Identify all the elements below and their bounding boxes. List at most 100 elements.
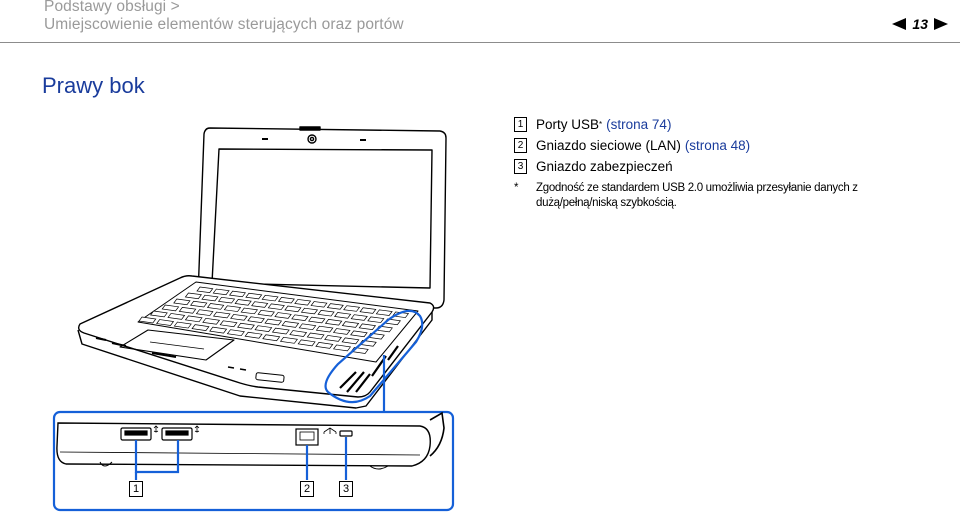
footnote-mark: * bbox=[514, 182, 519, 194]
keyboard-key bbox=[149, 310, 168, 318]
keyboard-key bbox=[289, 330, 308, 337]
keyboard-key bbox=[306, 332, 325, 340]
keyboard-key bbox=[223, 305, 242, 312]
callout-lines bbox=[134, 437, 348, 480]
keyboard-key bbox=[262, 334, 281, 342]
callout-label-1: 1 bbox=[129, 481, 143, 497]
list-item-security: 3 Gniazdo zabezpieczeń bbox=[514, 156, 750, 177]
keyboard-key bbox=[359, 307, 377, 314]
keyboard-key bbox=[251, 301, 269, 308]
footnote: * Zgodność ze standardem USB 2.0 umożliw… bbox=[514, 181, 936, 211]
callout-label-3: 3 bbox=[339, 481, 353, 497]
list-item-usb: 1 Porty USB* (strona 74) bbox=[514, 114, 750, 135]
keyboard-key bbox=[375, 309, 393, 316]
item-number-box: 1 bbox=[514, 117, 527, 132]
keyboard-key bbox=[240, 307, 259, 315]
header-divider bbox=[0, 42, 960, 43]
keyboard-key bbox=[261, 294, 279, 302]
breadcrumb-parent[interactable]: Podstawy obsługi > bbox=[44, 0, 180, 15]
keyboard-key bbox=[191, 324, 210, 331]
keyboard-key bbox=[324, 318, 343, 326]
keyboard-key bbox=[173, 321, 192, 329]
usb-symbol-icon bbox=[153, 425, 159, 433]
keyboard-key bbox=[217, 296, 236, 304]
keyboard-key bbox=[237, 322, 255, 330]
keyboard-key bbox=[297, 339, 316, 347]
keyboard-key bbox=[294, 299, 312, 306]
footnote-marker: * bbox=[599, 120, 603, 129]
zoom-frame bbox=[52, 410, 455, 512]
item-list: 1 Porty USB* (strona 74) 2 Gniazdo sieci… bbox=[514, 114, 750, 177]
keyboard-key bbox=[196, 286, 214, 293]
keyboard-key bbox=[190, 300, 208, 308]
page-link-lan[interactable]: (strona 48) bbox=[684, 138, 751, 153]
previous-page-arrow-icon[interactable] bbox=[892, 18, 907, 30]
item-text: Gniazdo sieciowe (LAN) bbox=[536, 138, 681, 153]
keyboard-key bbox=[173, 298, 191, 306]
keyboard-key bbox=[341, 321, 360, 328]
keyboard-key bbox=[212, 288, 230, 296]
keyboard bbox=[138, 286, 410, 354]
item-number-box: 3 bbox=[514, 159, 527, 174]
keyboard-key bbox=[178, 306, 197, 314]
keyboard-key bbox=[310, 301, 328, 308]
next-page-arrow-icon[interactable] bbox=[934, 18, 948, 30]
keyboard-key bbox=[184, 315, 203, 323]
keyboard-key bbox=[161, 304, 180, 312]
item-text: Porty USB bbox=[536, 117, 600, 132]
keyboard-key bbox=[138, 316, 157, 324]
keyboard-key bbox=[279, 336, 298, 344]
side-ports bbox=[120, 427, 353, 446]
keyboard-key bbox=[350, 314, 368, 321]
item-number-box: 2 bbox=[514, 138, 527, 153]
port-symbols bbox=[153, 425, 337, 434]
keyboard-key bbox=[201, 294, 219, 302]
keyboard-key bbox=[244, 331, 263, 339]
page-link-usb[interactable]: (strona 74) bbox=[606, 117, 672, 132]
keyboard-key bbox=[206, 303, 225, 310]
keyboard-key bbox=[219, 320, 238, 328]
page-number: 13 bbox=[912, 16, 928, 32]
callout-label-2: 2 bbox=[300, 481, 314, 497]
security-slot bbox=[339, 430, 353, 437]
keyboard-key bbox=[202, 317, 221, 325]
keyboard-key bbox=[212, 311, 231, 319]
breadcrumb-current: Umiejscowienie elementów sterujących ora… bbox=[44, 16, 404, 33]
keyboard-key bbox=[291, 314, 309, 321]
network-symbol-icon bbox=[323, 427, 337, 434]
keyboard-key bbox=[245, 292, 263, 300]
laptop-side-view bbox=[56, 411, 445, 470]
keyboard-key bbox=[341, 337, 360, 345]
keyboard-key bbox=[281, 321, 300, 328]
keyboard-key bbox=[264, 318, 283, 326]
keyboard-key bbox=[247, 316, 265, 323]
keyboard-key bbox=[326, 303, 344, 310]
keyboard-key bbox=[343, 305, 361, 312]
keyboard-key bbox=[156, 319, 175, 326]
list-item-lan: 2 Gniazdo sieciowe (LAN) (strona 48) bbox=[514, 135, 750, 156]
keyboard-key bbox=[267, 303, 285, 310]
keyboard-key bbox=[332, 328, 351, 335]
keyboard-key bbox=[184, 292, 202, 300]
keyboard-key bbox=[167, 313, 186, 320]
keyboard-key bbox=[300, 307, 319, 315]
usb-symbol-icon bbox=[194, 425, 200, 433]
keyboard-key bbox=[274, 312, 292, 319]
keyboard-key bbox=[350, 330, 368, 338]
section-title: Prawy bok bbox=[42, 73, 145, 98]
keyboard-key bbox=[367, 316, 385, 323]
keyboard-key bbox=[277, 297, 295, 304]
keyboard-key bbox=[317, 309, 335, 317]
keyboard-key bbox=[308, 316, 326, 324]
footnote-text: Zgodność ze standardem USB 2.0 umożliwia… bbox=[536, 182, 858, 209]
keyboard-key bbox=[195, 309, 214, 316]
keyboard-key bbox=[358, 323, 377, 331]
keyboard-key bbox=[334, 312, 352, 319]
item-text: Gniazdo zabezpieczeń bbox=[536, 159, 673, 174]
keyboard-key bbox=[230, 314, 248, 321]
keyboard-key bbox=[271, 327, 290, 335]
keyboard-key bbox=[324, 335, 342, 342]
keyboard-key bbox=[298, 323, 317, 331]
keyboard-key bbox=[284, 305, 302, 313]
